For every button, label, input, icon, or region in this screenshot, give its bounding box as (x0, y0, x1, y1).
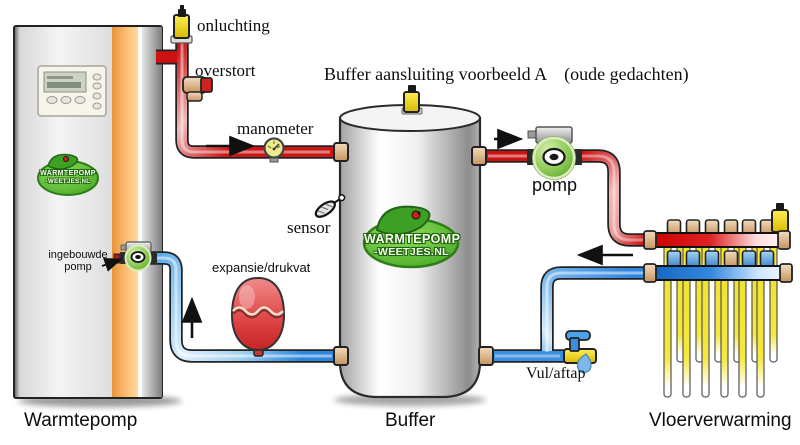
label-ingebouwde-pomp: ingebouwde pomp (48, 249, 108, 274)
logo-leaf-icon (47, 153, 79, 170)
label-onluchting: onluchting (197, 16, 270, 35)
overflow-valve (182, 76, 213, 102)
label-vloerverwarming: Vloerverwarming (649, 410, 792, 431)
circulation-pump (527, 126, 582, 180)
panel-button (46, 96, 58, 104)
expansion-vessel (230, 276, 286, 357)
flow-arrows (101, 128, 633, 338)
panel-button (92, 102, 102, 110)
arrow-ingebouwde-pomp (101, 258, 123, 272)
control-panel (37, 65, 107, 117)
heatpump-orange-stripe (112, 27, 138, 397)
label-overstort: overstort (195, 61, 256, 80)
label-buffer: Buffer (385, 410, 436, 431)
label-vul-aftap: Vul/aftap (526, 365, 586, 382)
manometer-gauge (263, 137, 285, 163)
label-expansievat: expansie/drukvat (212, 260, 311, 275)
water-drop-icon (576, 353, 592, 374)
panel-button-up (92, 73, 102, 81)
temperature-sensor (314, 194, 346, 218)
logo-ladybug-icon (63, 155, 70, 162)
air-vent-valve (170, 5, 193, 44)
heat-pump-unit (13, 25, 163, 399)
buffer-tank (338, 85, 482, 399)
cold-pipe-manifold-to-buffer (493, 266, 649, 363)
hot-pipe-heatpump-to-buffer (156, 28, 336, 159)
label-pomp: pomp (532, 175, 578, 195)
panel-button (92, 92, 102, 100)
buffer-logo (362, 205, 460, 269)
supply-manifold (643, 203, 791, 250)
buffer-couplers (333, 142, 494, 366)
label-sensor: sensor (287, 218, 331, 237)
label-warmtepomp: Warmtepomp (24, 410, 138, 431)
panel-button (74, 96, 86, 104)
buffer-logo-text-line2: -WEETJES.NL (374, 246, 449, 258)
panel-button-down (92, 82, 102, 90)
diagram-title: Buffer aansluiting voorbeeld A (oude ged… (324, 64, 689, 84)
label-manometer: manometer (237, 119, 314, 138)
buffer-logo-text-line1: WARMTEPOMP (364, 232, 461, 246)
panel-button (60, 96, 72, 104)
heatpump-logo (37, 153, 99, 196)
hot-pipe-buffer-to-manifold (486, 149, 650, 247)
return-manifold (643, 250, 793, 283)
cold-pipe-heatpump-to-buffer (150, 251, 337, 363)
buffer-top-valve (401, 85, 423, 115)
heatpump-logo-text-line2: -WEETJES.NL (45, 179, 91, 185)
fill-drain-tap (563, 330, 597, 374)
heatpump-logo-text-line1: WARMTEPOMP (40, 170, 96, 177)
